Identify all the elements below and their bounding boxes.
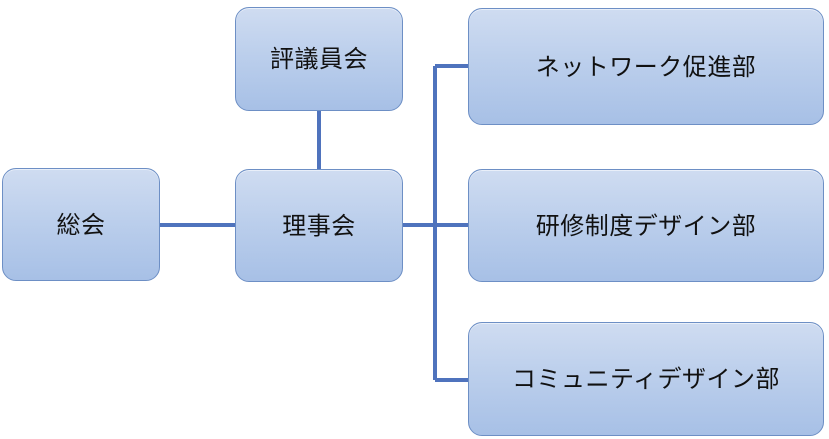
board-node: 理事会 — [235, 169, 403, 282]
community-design-node: コミュニティデザイン部 — [468, 322, 824, 436]
councillors-node: 評議員会 — [235, 7, 403, 111]
councillors-label: 評議員会 — [270, 45, 368, 73]
training-design-label: 研修制度デザイン部 — [535, 211, 757, 240]
training-design-node: 研修制度デザイン部 — [468, 169, 824, 282]
network-promotion-node: ネットワーク促進部 — [468, 8, 824, 125]
community-design-label: コミュニティデザイン部 — [511, 365, 781, 393]
network-promotion-label: ネットワーク促進部 — [535, 52, 757, 81]
general-assembly-label: 総会 — [56, 210, 106, 239]
general-assembly-node: 総会 — [2, 168, 160, 281]
board-label: 理事会 — [282, 211, 356, 240]
